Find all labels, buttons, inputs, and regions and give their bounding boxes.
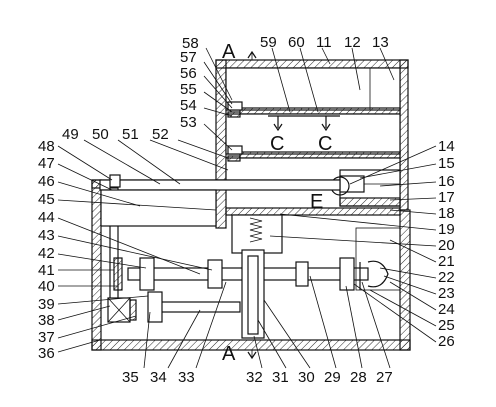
lower-box-bottom-wall <box>91 339 411 351</box>
label-22: 22 <box>438 269 455 286</box>
section-mark-c-left: C <box>270 133 284 155</box>
label-50: 50 <box>92 126 109 143</box>
hatched-plate-1 <box>239 107 401 115</box>
right-clamp <box>367 260 389 288</box>
section-mark-c-right: C <box>318 133 332 155</box>
label-29: 29 <box>324 369 341 386</box>
inner-divider-wall <box>215 187 227 229</box>
lower-box-right-wall <box>399 209 411 351</box>
label-36: 36 <box>38 345 55 362</box>
detail-mark-e: E <box>310 191 323 213</box>
label-15: 15 <box>438 155 455 172</box>
spring <box>249 217 263 243</box>
lower-box-left-wall <box>91 179 102 351</box>
label-23: 23 <box>438 285 455 302</box>
label-47: 47 <box>38 155 55 172</box>
label-16: 16 <box>438 173 455 190</box>
label-13: 13 <box>372 34 389 51</box>
label-17: 17 <box>438 189 455 206</box>
label-38: 38 <box>38 312 55 329</box>
label-25: 25 <box>438 317 455 334</box>
upper-pipe-1 <box>225 67 401 111</box>
label-54: 54 <box>180 97 197 114</box>
label-19: 19 <box>438 221 455 238</box>
label-58: 58 <box>182 35 199 52</box>
label-39: 39 <box>38 296 55 313</box>
label-12: 12 <box>344 34 361 51</box>
label-27: 27 <box>376 369 393 386</box>
label-28: 28 <box>350 369 367 386</box>
label-46: 46 <box>38 173 55 190</box>
push-arm <box>99 179 341 191</box>
section-mark-a-bottom: A <box>222 343 236 365</box>
label-56: 56 <box>180 65 197 82</box>
label-20: 20 <box>438 237 455 254</box>
label-30: 30 <box>298 369 315 386</box>
label-32: 32 <box>246 369 263 386</box>
label-42: 42 <box>38 245 55 262</box>
label-59: 59 <box>260 34 277 51</box>
label-34: 34 <box>150 369 167 386</box>
leader-lines <box>57 47 437 369</box>
label-49: 49 <box>62 126 79 143</box>
left-gear <box>113 257 123 291</box>
label-44: 44 <box>38 209 55 226</box>
upper-box-right-wall <box>399 59 409 211</box>
label-41: 41 <box>38 262 55 279</box>
label-18: 18 <box>438 205 455 222</box>
label-37: 37 <box>38 329 55 346</box>
label-53: 53 <box>180 114 197 131</box>
label-45: 45 <box>38 191 55 208</box>
label-26: 26 <box>438 333 455 350</box>
upper-box-top-wall <box>215 59 409 69</box>
label-33: 33 <box>178 369 195 386</box>
label-24: 24 <box>438 301 455 318</box>
section-mark-a-top: A <box>222 41 236 63</box>
label-21: 21 <box>438 253 455 270</box>
label-51: 51 <box>122 126 139 143</box>
label-52: 52 <box>152 126 169 143</box>
label-43: 43 <box>38 227 55 244</box>
label-11: 11 <box>316 34 332 51</box>
label-57: 57 <box>180 49 197 66</box>
part-number-labels: 58 57 56 55 54 53 59 60 11 12 13 49 50 5… <box>38 34 455 386</box>
label-48: 48 <box>38 138 55 155</box>
label-40: 40 <box>38 278 55 295</box>
label-14: 14 <box>438 138 455 155</box>
label-35: 35 <box>122 369 139 386</box>
label-55: 55 <box>180 81 197 98</box>
label-31: 31 <box>272 369 289 386</box>
slider-block <box>100 189 217 227</box>
upper-pipe-2 <box>225 113 401 155</box>
label-60: 60 <box>288 34 305 51</box>
